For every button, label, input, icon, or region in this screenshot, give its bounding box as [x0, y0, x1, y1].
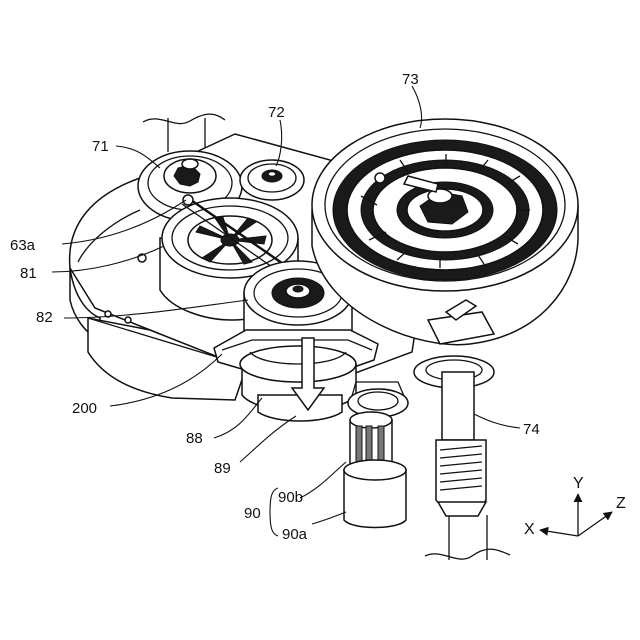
gear-72 [240, 160, 304, 200]
label-200: 200 [72, 400, 97, 417]
label-73: 73 [402, 71, 419, 88]
label-71: 71 [92, 138, 109, 155]
label-81: 81 [20, 265, 37, 282]
label-88: 88 [186, 430, 203, 447]
axis-x-label: X [524, 521, 535, 538]
bracket-88 [240, 346, 356, 421]
label-74: 74 [523, 421, 540, 438]
label-90b: 90b [278, 489, 303, 506]
axis-triad [540, 494, 612, 536]
label-90a: 90a [282, 526, 308, 543]
label-89: 89 [214, 460, 231, 477]
axis-y-label: Y [573, 475, 584, 492]
label-63a: 63a [10, 237, 36, 254]
label-72: 72 [268, 104, 285, 121]
label-90: 90 [244, 505, 261, 522]
lower-shaft [425, 515, 510, 560]
axis-z-label: Z [616, 495, 626, 512]
label-82: 82 [36, 309, 53, 326]
motor-90 [344, 412, 406, 528]
